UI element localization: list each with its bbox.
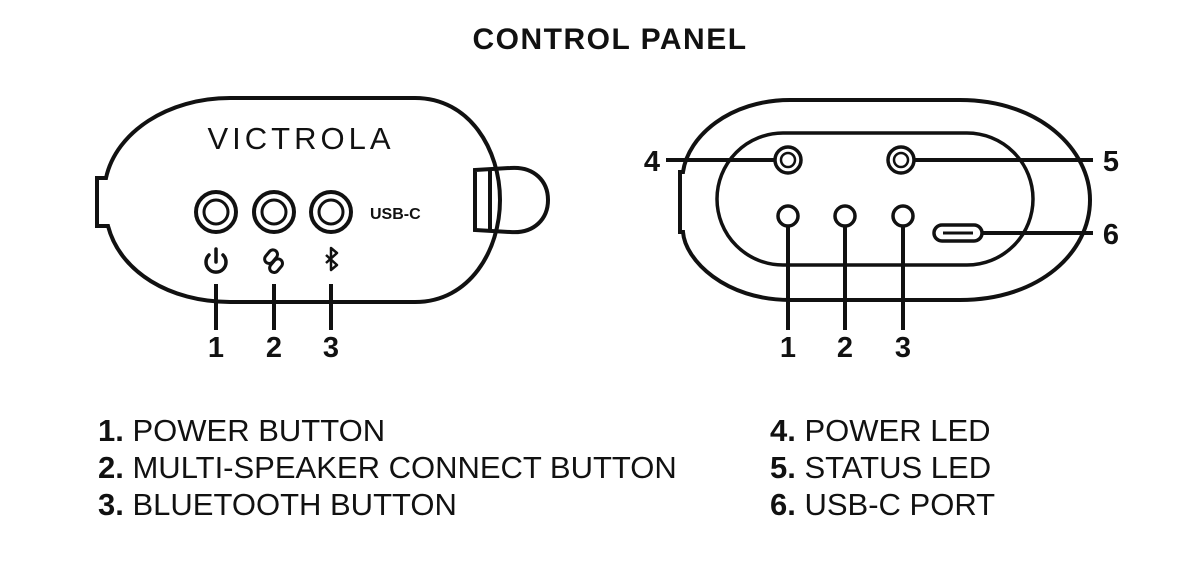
page-title: CONTROL PANEL [472, 23, 747, 56]
legend-number: 3. [98, 487, 124, 522]
legend-label: USB-C PORT [804, 487, 996, 522]
back-callout-6: 6 [1103, 219, 1119, 251]
back-panel-outline [715, 131, 1035, 267]
back-button-3 [891, 204, 915, 228]
legend-number: 2. [98, 450, 124, 485]
bluetooth-icon [325, 246, 339, 272]
back-button-2 [833, 204, 857, 228]
back-callout-3: 3 [895, 332, 911, 364]
back-callout-2: 2 [837, 332, 853, 364]
back-callout-1: 1 [780, 332, 796, 364]
legend-item-usb-c-port: 6. USB-C PORT [770, 486, 995, 523]
legend-left: 1. POWER BUTTON 2. MULTI-SPEAKER CONNECT… [98, 412, 677, 523]
legend-label: MULTI-SPEAKER CONNECT BUTTON [132, 450, 677, 485]
legend-number: 6. [770, 487, 796, 522]
power-button [194, 190, 238, 234]
legend-label: BLUETOOTH BUTTON [132, 487, 457, 522]
back-callout-4: 4 [644, 146, 660, 178]
front-view [95, 96, 551, 304]
legend-label: POWER LED [804, 413, 991, 448]
usb-c-label: USB-C [370, 206, 421, 223]
link-icon [263, 248, 284, 275]
legend-number: 1. [98, 413, 124, 448]
front-body-outline [95, 96, 503, 304]
status-led [886, 145, 916, 175]
power-led [773, 145, 803, 175]
front-callout-2: 2 [266, 332, 282, 364]
legend-item-bluetooth-button: 3. BLUETOOTH BUTTON [98, 486, 677, 523]
legend-label: POWER BUTTON [132, 413, 386, 448]
usb-c-port [932, 223, 984, 243]
multi-speaker-button [252, 190, 296, 234]
power-icon [204, 247, 228, 274]
back-button-1 [776, 204, 800, 228]
legend-item-multi-speaker-button: 2. MULTI-SPEAKER CONNECT BUTTON [98, 449, 677, 486]
legend-label: STATUS LED [804, 450, 992, 485]
legend-item-status-led: 5. STATUS LED [770, 449, 995, 486]
back-callout-5: 5 [1103, 146, 1119, 178]
front-callout-1: 1 [208, 332, 224, 364]
legend-number: 5. [770, 450, 796, 485]
front-callout-3: 3 [323, 332, 339, 364]
legend-number: 4. [770, 413, 796, 448]
bluetooth-button [309, 190, 353, 234]
back-body-outline [678, 98, 1093, 302]
brand-logo: VICTROLA [207, 121, 394, 156]
legend-item-power-led: 4. POWER LED [770, 412, 995, 449]
legend-right: 4. POWER LED 5. STATUS LED 6. USB-C PORT [770, 412, 995, 523]
strap-loop [473, 165, 551, 235]
legend-item-power-button: 1. POWER BUTTON [98, 412, 677, 449]
back-view [678, 98, 1093, 302]
